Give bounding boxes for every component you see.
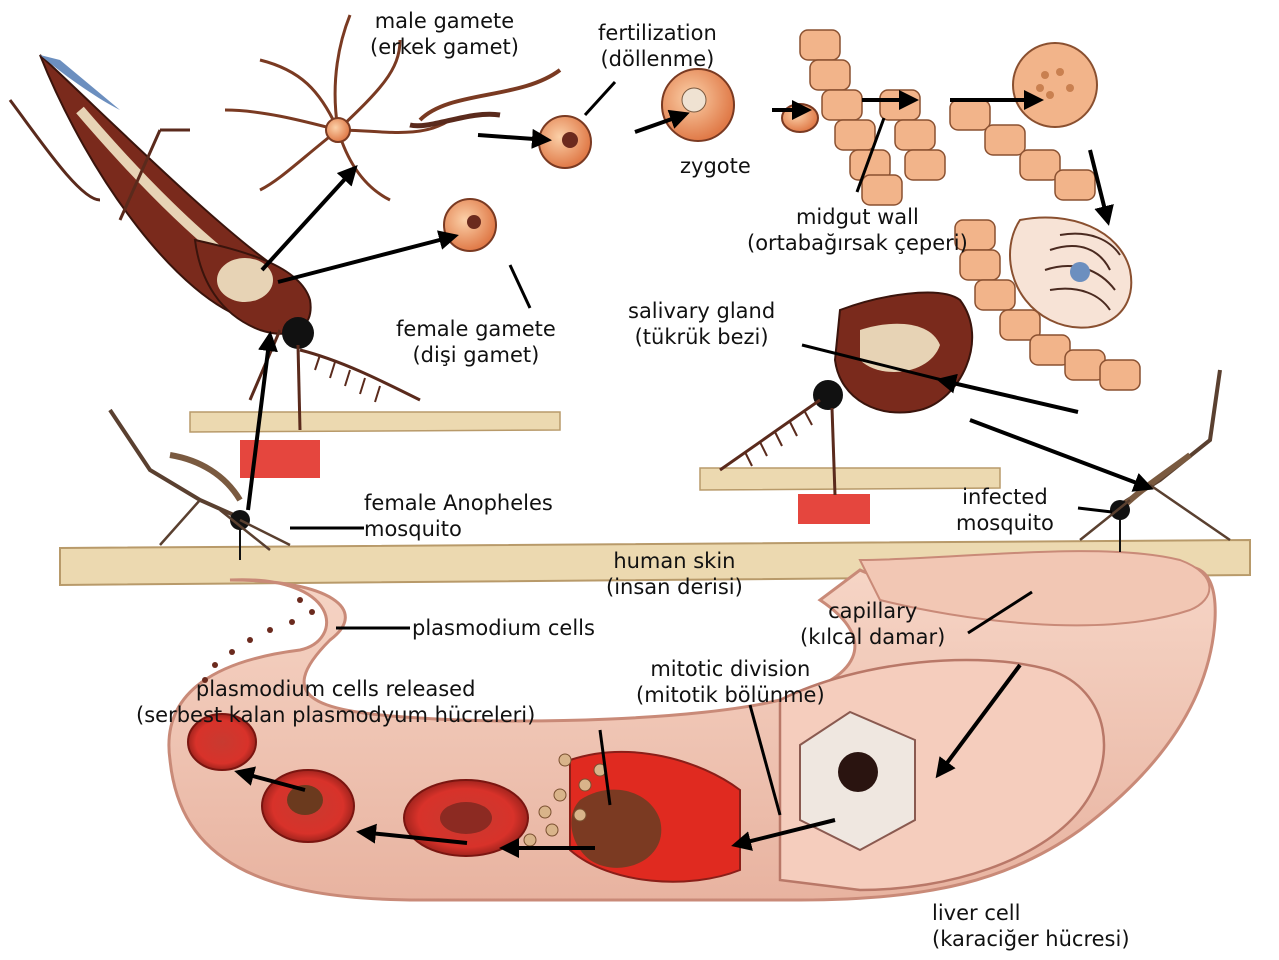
label-fertilization: fertilization (döllenme) (598, 20, 717, 72)
label-midgut-wall: midgut wall (ortabağırsak çeperi) (747, 204, 968, 256)
mosquito-head (282, 317, 314, 349)
mosquito-right-small (1080, 370, 1230, 552)
label-infected-mosquito: infected mosquito (956, 484, 1054, 536)
label-plasmodium-cells: plasmodium cells (412, 615, 595, 641)
oocyst (1013, 43, 1097, 127)
label-salivary-gland: salivary gland (tükrük bezi) (628, 298, 775, 350)
label-zygote: zygote (680, 153, 751, 179)
label-female-gamete: female gamete (dişi gamet) (396, 316, 556, 368)
label-female-anopheles: female Anopheles mosquito (364, 490, 553, 542)
label-male-gamete: male gamete (erkek gamet) (370, 8, 519, 60)
blood-drop-right (798, 494, 870, 524)
label-liver-cell: liver cell (karaciğer hücresi) (932, 900, 1130, 952)
label-capillary: capillary (kılcal damar) (800, 598, 945, 650)
label-mitotic-division: mitotic division (mitotik bölünme) (636, 656, 825, 708)
label-plasmodium-released: plasmodium cells released (serbest kalan… (136, 676, 535, 728)
label-human-skin: human skin (insan derisi) (606, 548, 743, 600)
